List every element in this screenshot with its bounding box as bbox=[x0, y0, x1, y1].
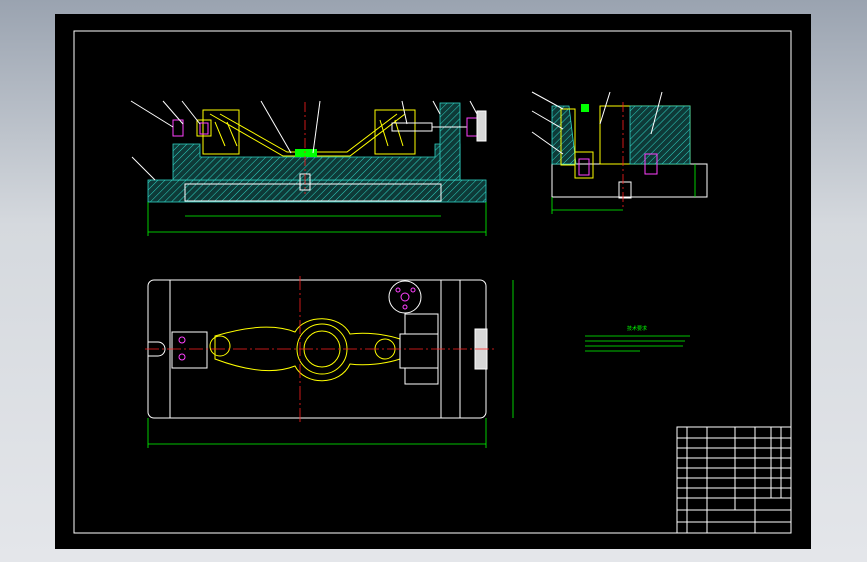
drawing-border bbox=[73, 30, 792, 534]
technical-notes: 技术要求 bbox=[585, 325, 690, 352]
drawing-sheet[interactable]: 技术要求 bbox=[55, 14, 811, 549]
side-view bbox=[531, 91, 708, 214]
title-block bbox=[676, 426, 792, 534]
base-plate bbox=[147, 179, 487, 203]
notes-heading: 技术要求 bbox=[627, 325, 647, 332]
top-view bbox=[145, 276, 514, 448]
fixture-body bbox=[172, 143, 461, 181]
cad-drawing: 技术要求 bbox=[73, 30, 792, 534]
front-view bbox=[130, 100, 487, 236]
